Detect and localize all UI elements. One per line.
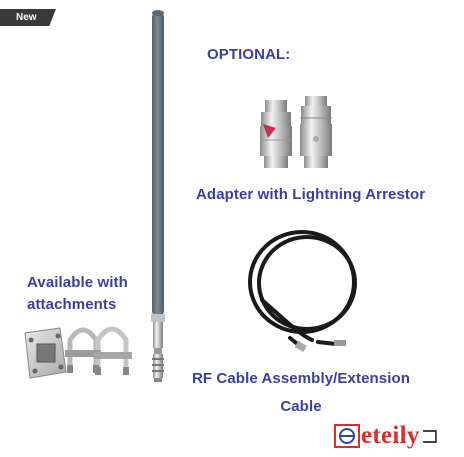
rf-cable-coil (248, 230, 357, 348)
antenna (151, 10, 165, 382)
logo-text: eteily (361, 422, 420, 449)
rf-cable-caption-line1: RF Cable Assembly/Extension (191, 370, 411, 387)
adapter-caption: Adapter with Lightning Arrestor (196, 186, 426, 203)
cable-connectors (294, 340, 346, 352)
lightning-arrestor-adapter (260, 96, 332, 168)
attachments-caption-line1: Available with (27, 274, 128, 291)
rf-cable-caption: RF Cable Assembly/Extension Cable (186, 365, 416, 421)
brand-logo: eteily ⊐ (334, 422, 458, 450)
logo-tail-icon: ⊐ (420, 423, 440, 448)
mounting-attachments (24, 326, 132, 379)
attachments-caption-line2: attachments (27, 296, 117, 313)
optional-label: OPTIONAL: (207, 46, 291, 63)
attachments-caption: Available with attachments (27, 272, 157, 316)
rf-cable-caption-line2: Cable (280, 398, 322, 415)
logo-mark-icon (334, 424, 360, 448)
new-badge: New (0, 9, 56, 26)
